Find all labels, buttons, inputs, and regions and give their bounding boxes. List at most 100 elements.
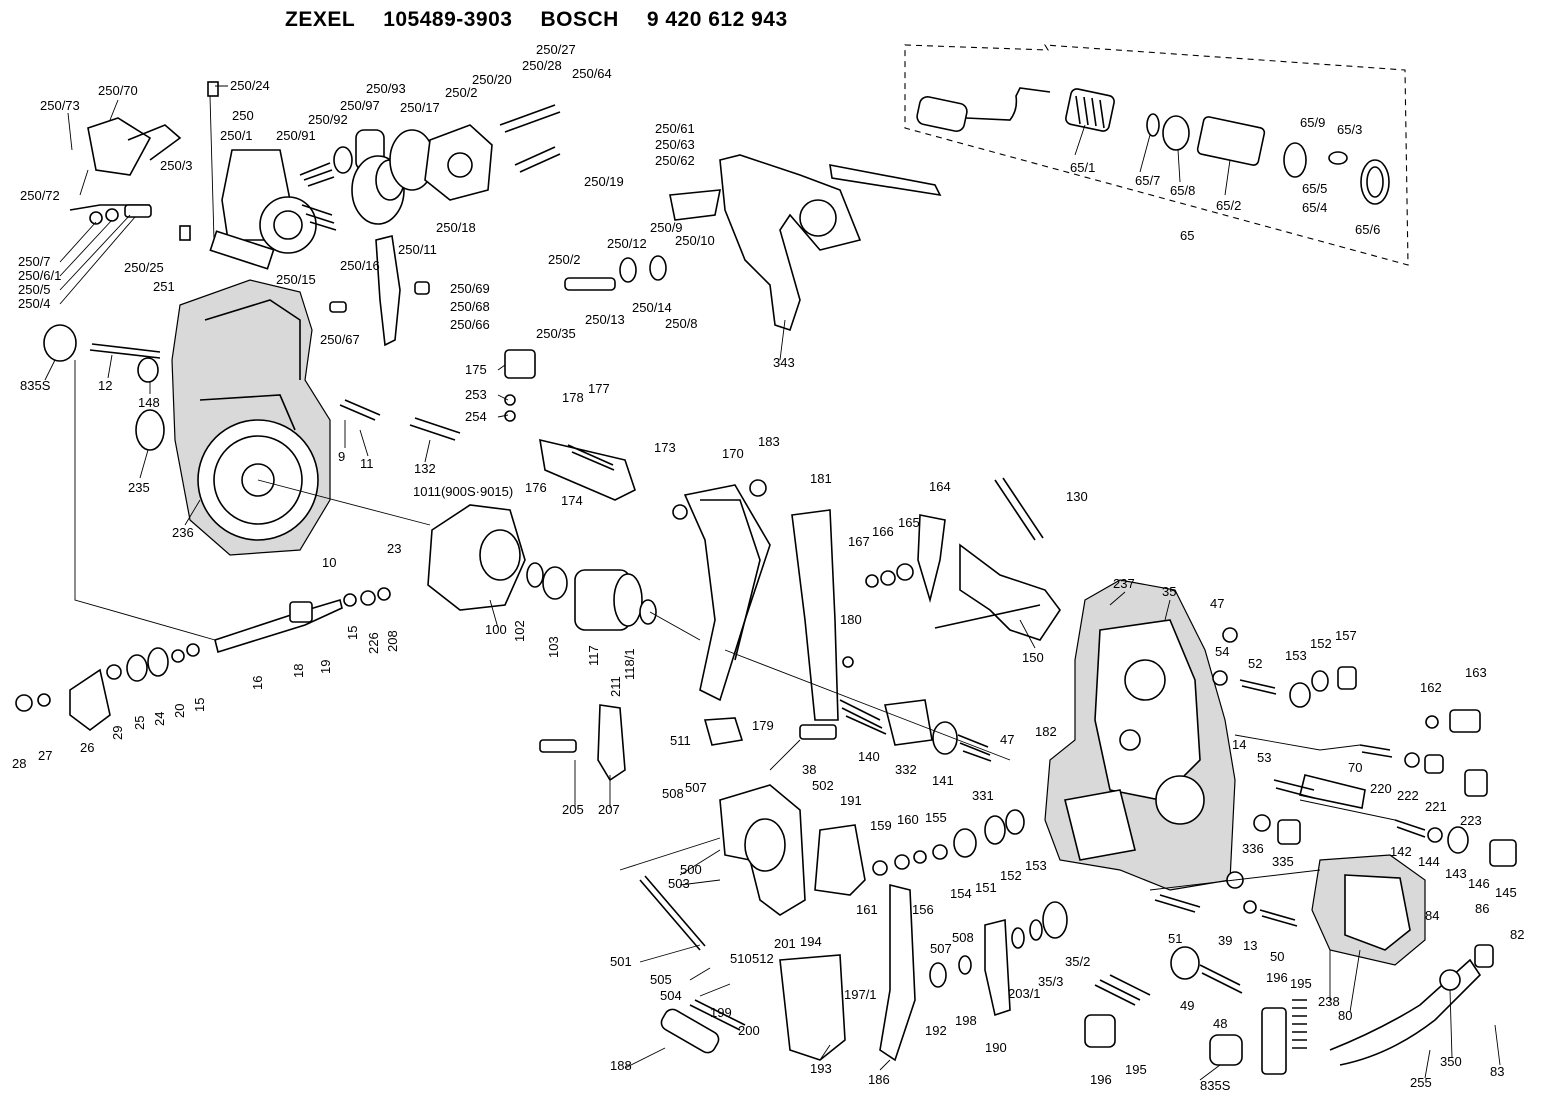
label-250-8: 250/8: [665, 316, 698, 331]
label-250-61: 250/61: [655, 121, 695, 136]
label-250-20: 250/20: [472, 72, 512, 87]
label-250-6-1: 250/6/1: [18, 268, 61, 283]
label-166: 166: [872, 524, 894, 539]
label-504: 504: [660, 988, 682, 1003]
label-25: 25: [132, 716, 147, 730]
label-250-97: 250/97: [340, 98, 380, 113]
label-47b: 47: [1000, 732, 1014, 747]
label-220: 220: [1370, 781, 1392, 796]
label-15b: 15: [192, 698, 207, 712]
label-250-11: 250/11: [398, 242, 437, 257]
label-177: 177: [588, 381, 610, 396]
label-170: 170: [722, 446, 744, 461]
label-100: 100: [485, 622, 507, 637]
label-250-35: 250/35: [536, 326, 576, 341]
label-250-17: 250/17: [400, 100, 440, 115]
label-208: 208: [385, 630, 400, 652]
label-18: 18: [291, 664, 306, 678]
label-65-6: 65/6: [1355, 222, 1380, 237]
label-196b: 196: [1266, 970, 1288, 985]
label-173: 173: [654, 440, 676, 455]
label-145: 145: [1495, 885, 1517, 900]
label-332: 332: [895, 762, 917, 777]
label-65-4: 65/4: [1302, 200, 1327, 215]
label-82: 82: [1510, 927, 1524, 942]
label-221: 221: [1425, 799, 1447, 814]
misc-small-parts-left: [43, 324, 636, 501]
label-154: 154: [950, 886, 972, 901]
label-65-2: 65/2: [1216, 198, 1241, 213]
label-250-92: 250/92: [308, 112, 348, 127]
label-250-15: 250/15: [276, 272, 316, 287]
label-512: 512: [752, 951, 774, 966]
label-205: 205: [562, 802, 584, 817]
governor-cover-80: [1311, 854, 1494, 1066]
label-250-91: 250/91: [276, 128, 316, 143]
label-65-1: 65/1: [1070, 160, 1095, 175]
label-254: 254: [465, 409, 487, 424]
label-505: 505: [650, 972, 672, 987]
label-84: 84: [1425, 908, 1439, 923]
label-117: 117: [586, 645, 601, 666]
label-235: 235: [128, 480, 150, 495]
label-70: 70: [1348, 760, 1362, 775]
label-35-3: 35/3: [1038, 974, 1063, 989]
label-510: 510: [730, 951, 752, 966]
label-103: 103: [546, 636, 561, 658]
label-132: 132: [414, 461, 436, 476]
header-bosch-part-number: 9 420 612 943: [646, 8, 788, 31]
label-237: 237: [1113, 576, 1135, 591]
label-148: 148: [138, 395, 160, 410]
label-65-9: 65/9: [1300, 115, 1325, 130]
label-250-24: 250/24: [230, 78, 270, 93]
drive-shaft-assembly: [15, 587, 391, 731]
label-250-12: 250/12: [607, 236, 647, 251]
label-250-3: 250/3: [160, 158, 193, 173]
label-250-28: 250/28: [522, 58, 562, 73]
label-200: 200: [738, 1023, 760, 1038]
label-159: 159: [870, 818, 892, 833]
label-343: 343: [773, 355, 795, 370]
label-250-68: 250/68: [450, 299, 490, 314]
part-number-labels: 250/24 250/70 250/73 250 250/1 250/91 25…: [12, 42, 1524, 1093]
label-236: 236: [172, 525, 194, 540]
label-835s-a: 835S: [20, 378, 51, 393]
label-152b: 152: [1000, 868, 1022, 883]
label-14: 14: [1232, 737, 1246, 752]
label-47a: 47: [1210, 596, 1224, 611]
label-65-3: 65/3: [1337, 122, 1362, 137]
label-51: 51: [1168, 931, 1182, 946]
label-250-2: 250/2: [445, 85, 478, 100]
label-54: 54: [1215, 644, 1229, 659]
label-250-25: 250/25: [124, 260, 164, 275]
assembly-65-dashed-boundary: [904, 44, 1409, 266]
label-501: 501: [610, 954, 632, 969]
label-250-5: 250/5: [18, 282, 51, 297]
label-250-73: 250/73: [40, 98, 80, 113]
label-250-16: 250/16: [340, 258, 380, 273]
label-11: 11: [360, 456, 374, 471]
label-508b: 508: [952, 930, 974, 945]
label-140: 140: [858, 749, 880, 764]
right-side-fittings: [1212, 627, 1517, 867]
label-28: 28: [12, 756, 26, 771]
label-152a: 152: [1310, 636, 1332, 651]
label-193: 193: [810, 1061, 832, 1076]
label-250-66: 250/66: [450, 317, 490, 332]
label-226: 226: [366, 632, 381, 654]
label-29: 29: [110, 726, 125, 740]
label-335: 335: [1272, 854, 1294, 869]
label-167: 167: [848, 534, 870, 549]
label-39: 39: [1218, 933, 1232, 948]
label-250-63: 250/63: [655, 137, 695, 152]
label-160: 160: [897, 812, 919, 827]
label-197-1: 197/1: [844, 987, 877, 1002]
label-188: 188: [610, 1058, 632, 1073]
label-507a: 507: [685, 780, 707, 795]
label-253: 253: [465, 387, 487, 402]
label-151: 151: [975, 880, 997, 895]
label-250-27: 250/27: [536, 42, 576, 57]
label-250-13: 250/13: [585, 312, 625, 327]
header-zexel-part-number: 105489-3903: [383, 8, 513, 31]
label-141: 141: [932, 773, 954, 788]
